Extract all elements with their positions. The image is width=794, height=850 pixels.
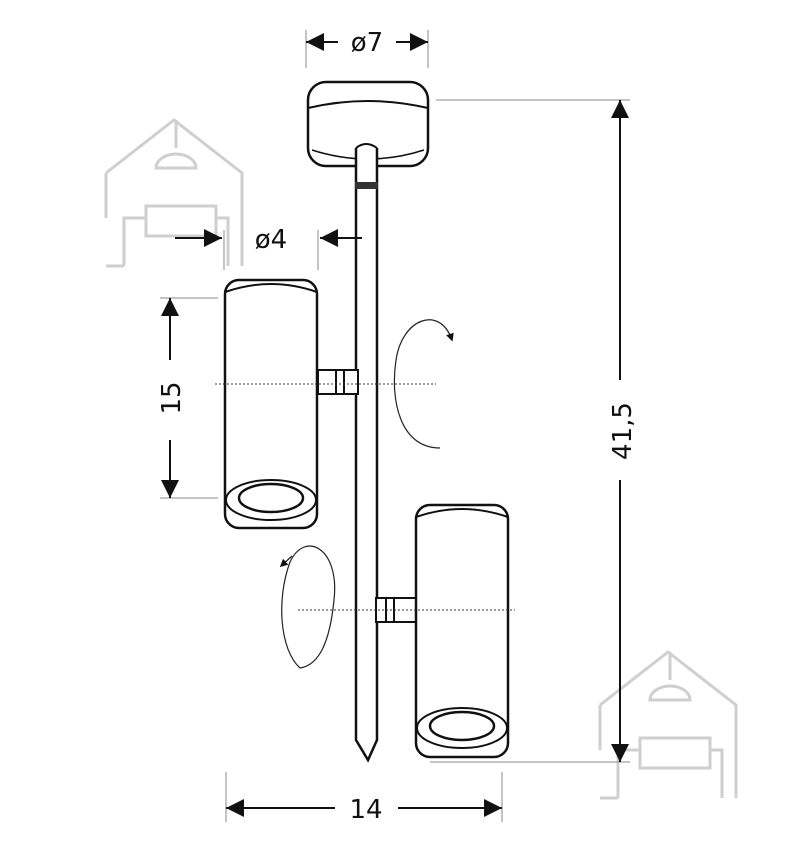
- rotation-arrow-icon: [393, 319, 454, 449]
- lower-spotlight-shade: [375, 503, 510, 759]
- canopy-diameter-dimension: ø7: [305, 28, 429, 68]
- watermark-house-icon: [104, 118, 244, 268]
- total-width-dimension: 14: [225, 772, 503, 825]
- total-height-label: 41,5: [608, 402, 638, 460]
- upper-spotlight-shade: [223, 278, 359, 530]
- total-height-dimension: 41,5: [430, 99, 638, 763]
- shade-height-dimension: 15: [157, 297, 218, 499]
- shade-diameter-dimension: ø4: [175, 225, 362, 270]
- shade-diameter-label: ø4: [255, 225, 287, 255]
- mounting-rod: [354, 143, 379, 763]
- canopy-diameter-label: ø7: [351, 28, 383, 58]
- rotation-arrow-icon: [279, 545, 336, 669]
- shade-height-label: 15: [157, 381, 187, 414]
- total-width-label: 14: [349, 795, 382, 825]
